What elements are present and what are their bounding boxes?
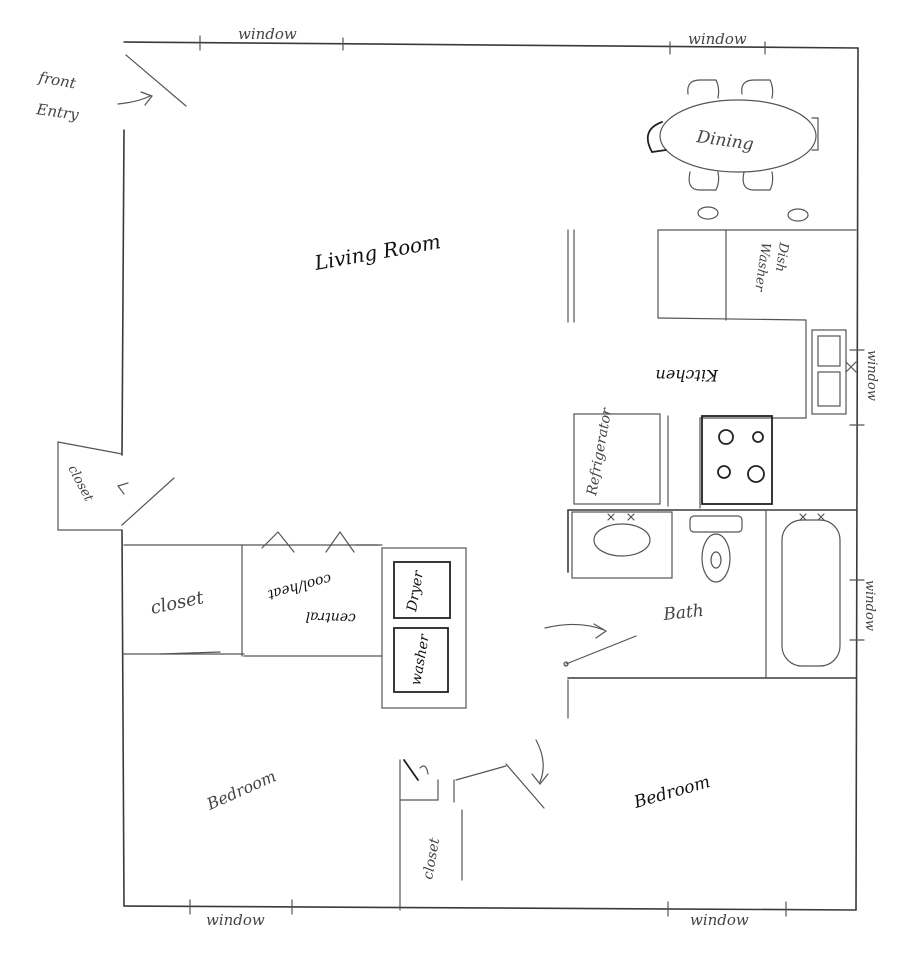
bathtub (781, 513, 841, 667)
dining-label: Dining (694, 127, 755, 155)
hall-closet (57, 441, 175, 531)
front-entry-label-line2: Entry (34, 100, 80, 124)
kitchen-label: Kitchen (655, 366, 719, 385)
mid-closets (123, 530, 383, 657)
window-label-bottom-left: window (206, 911, 265, 929)
central-unit-label-line2: cool/heat (266, 570, 333, 602)
window-label-top-right: window (688, 30, 747, 48)
dishwasher-label-line1: Dish (772, 240, 791, 272)
bath-door (544, 623, 637, 667)
stove (701, 415, 773, 505)
left-closet-label: closet (149, 587, 207, 619)
kitchen-sink (811, 329, 857, 415)
refrigerator (573, 413, 669, 507)
bedroom-right-label: Bedroom (631, 772, 713, 813)
window-ticks (189, 35, 865, 917)
bath-walls (567, 509, 857, 719)
window-label-top-left: window (238, 25, 297, 43)
toilet (689, 515, 743, 583)
dishwasher-label-line2: Washer (751, 241, 773, 292)
window-label-kitchen: window (864, 350, 879, 401)
bedroom-walls (399, 739, 549, 911)
dryer-label: Dryer (404, 568, 427, 613)
bath-sink (571, 511, 673, 579)
hall-closet-label: closet (64, 463, 96, 505)
kitchen-counter (657, 229, 857, 509)
washer-label: washer (408, 632, 433, 687)
outer-walls (121, 41, 859, 911)
bedroom-closet-label: closet (420, 836, 443, 880)
window-label-bath: window (862, 580, 877, 631)
front-entry-label-line1: front (36, 68, 78, 93)
kitchen-partition (567, 229, 575, 323)
front-entry-door (117, 54, 187, 107)
window-label-bottom-right: window (690, 911, 749, 929)
bedroom-left-label: Bedroom (203, 766, 279, 814)
dining-table (646, 79, 819, 222)
central-unit-label-line1: central (305, 608, 356, 626)
laundry (381, 547, 467, 709)
refrigerator-label: Refrigerator (584, 406, 615, 498)
bath-label: Bath (661, 601, 704, 625)
living-room-label: Living Room (312, 229, 443, 275)
